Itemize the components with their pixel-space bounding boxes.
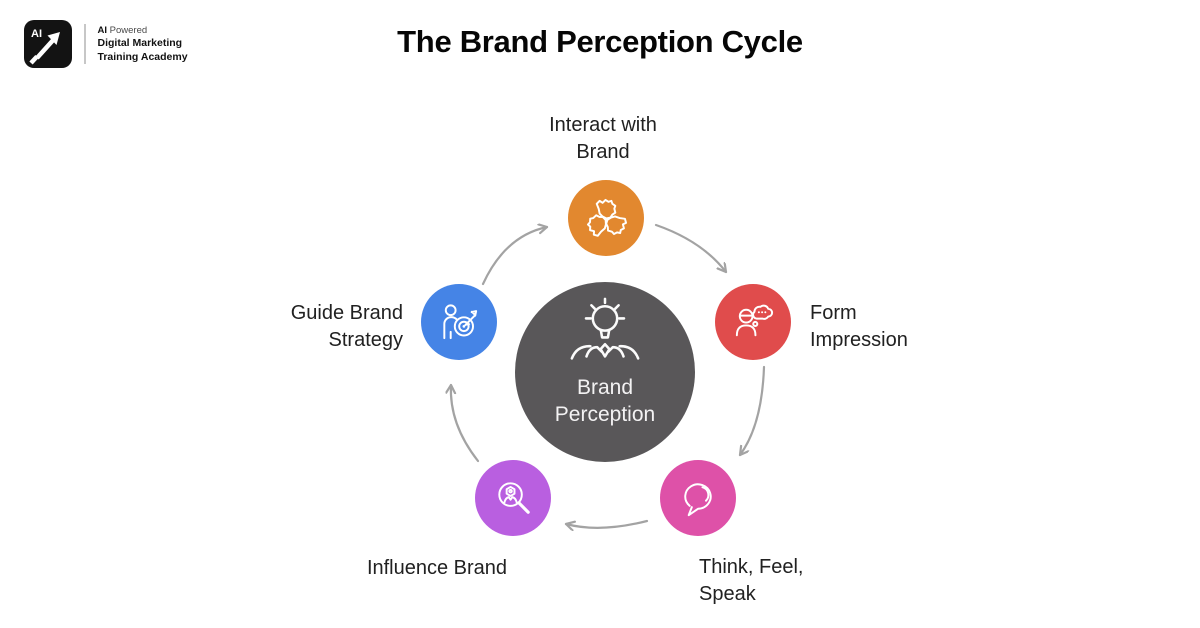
node-form-impression: [715, 284, 791, 360]
node-influence-brand: [475, 460, 551, 536]
hands-together-icon: [586, 198, 627, 237]
center-node-brand-perception: Brand Perception: [515, 282, 695, 462]
idea-person-icon: [570, 297, 640, 360]
speech-bubble-icon: [683, 482, 712, 516]
trending-arrow-icon: AI: [29, 28, 60, 65]
arrow-think-to-influence: [564, 519, 649, 528]
logo-tagline: AI Powered: [97, 24, 148, 36]
page-title: The Brand Perception Cycle: [397, 24, 803, 59]
person-thought-icon: [735, 304, 773, 336]
arrow-form-to-think: [738, 365, 766, 457]
logo: AI AI Powered Digital Marketing Training…: [24, 20, 188, 68]
label-form-impression: Form Impression: [810, 302, 908, 351]
logo-text: AI Powered Digital Marketing Training Ac…: [98, 24, 188, 65]
label-interact-with-brand: Interact with Brand: [549, 114, 657, 163]
arrow-guide-to-interact: [481, 227, 549, 286]
logo-badge: AI: [24, 20, 72, 68]
label-guide-brand-strategy: Guide Brand Strategy: [290, 302, 403, 351]
center-node-label: Brand Perception: [554, 376, 656, 426]
arrow-influence-to-guide: [451, 383, 480, 463]
person-magnifier-icon: [497, 481, 530, 514]
node-interact-with-brand: [568, 180, 644, 256]
logo-line2: Digital Marketing: [97, 37, 183, 50]
person-target-icon: [442, 303, 477, 339]
arrow-interact-to-form: [654, 223, 728, 274]
label-think-feel-speak: Think, Feel, Speak: [699, 556, 804, 605]
logo-badge-ai-text: AI: [31, 28, 42, 40]
node-guide-brand-strategy: [421, 284, 497, 360]
logo-line3: Training Academy: [97, 50, 188, 63]
logo-divider: [84, 24, 86, 64]
node-think-feel-speak: [660, 460, 736, 536]
label-influence-brand: Influence Brand: [366, 557, 508, 579]
